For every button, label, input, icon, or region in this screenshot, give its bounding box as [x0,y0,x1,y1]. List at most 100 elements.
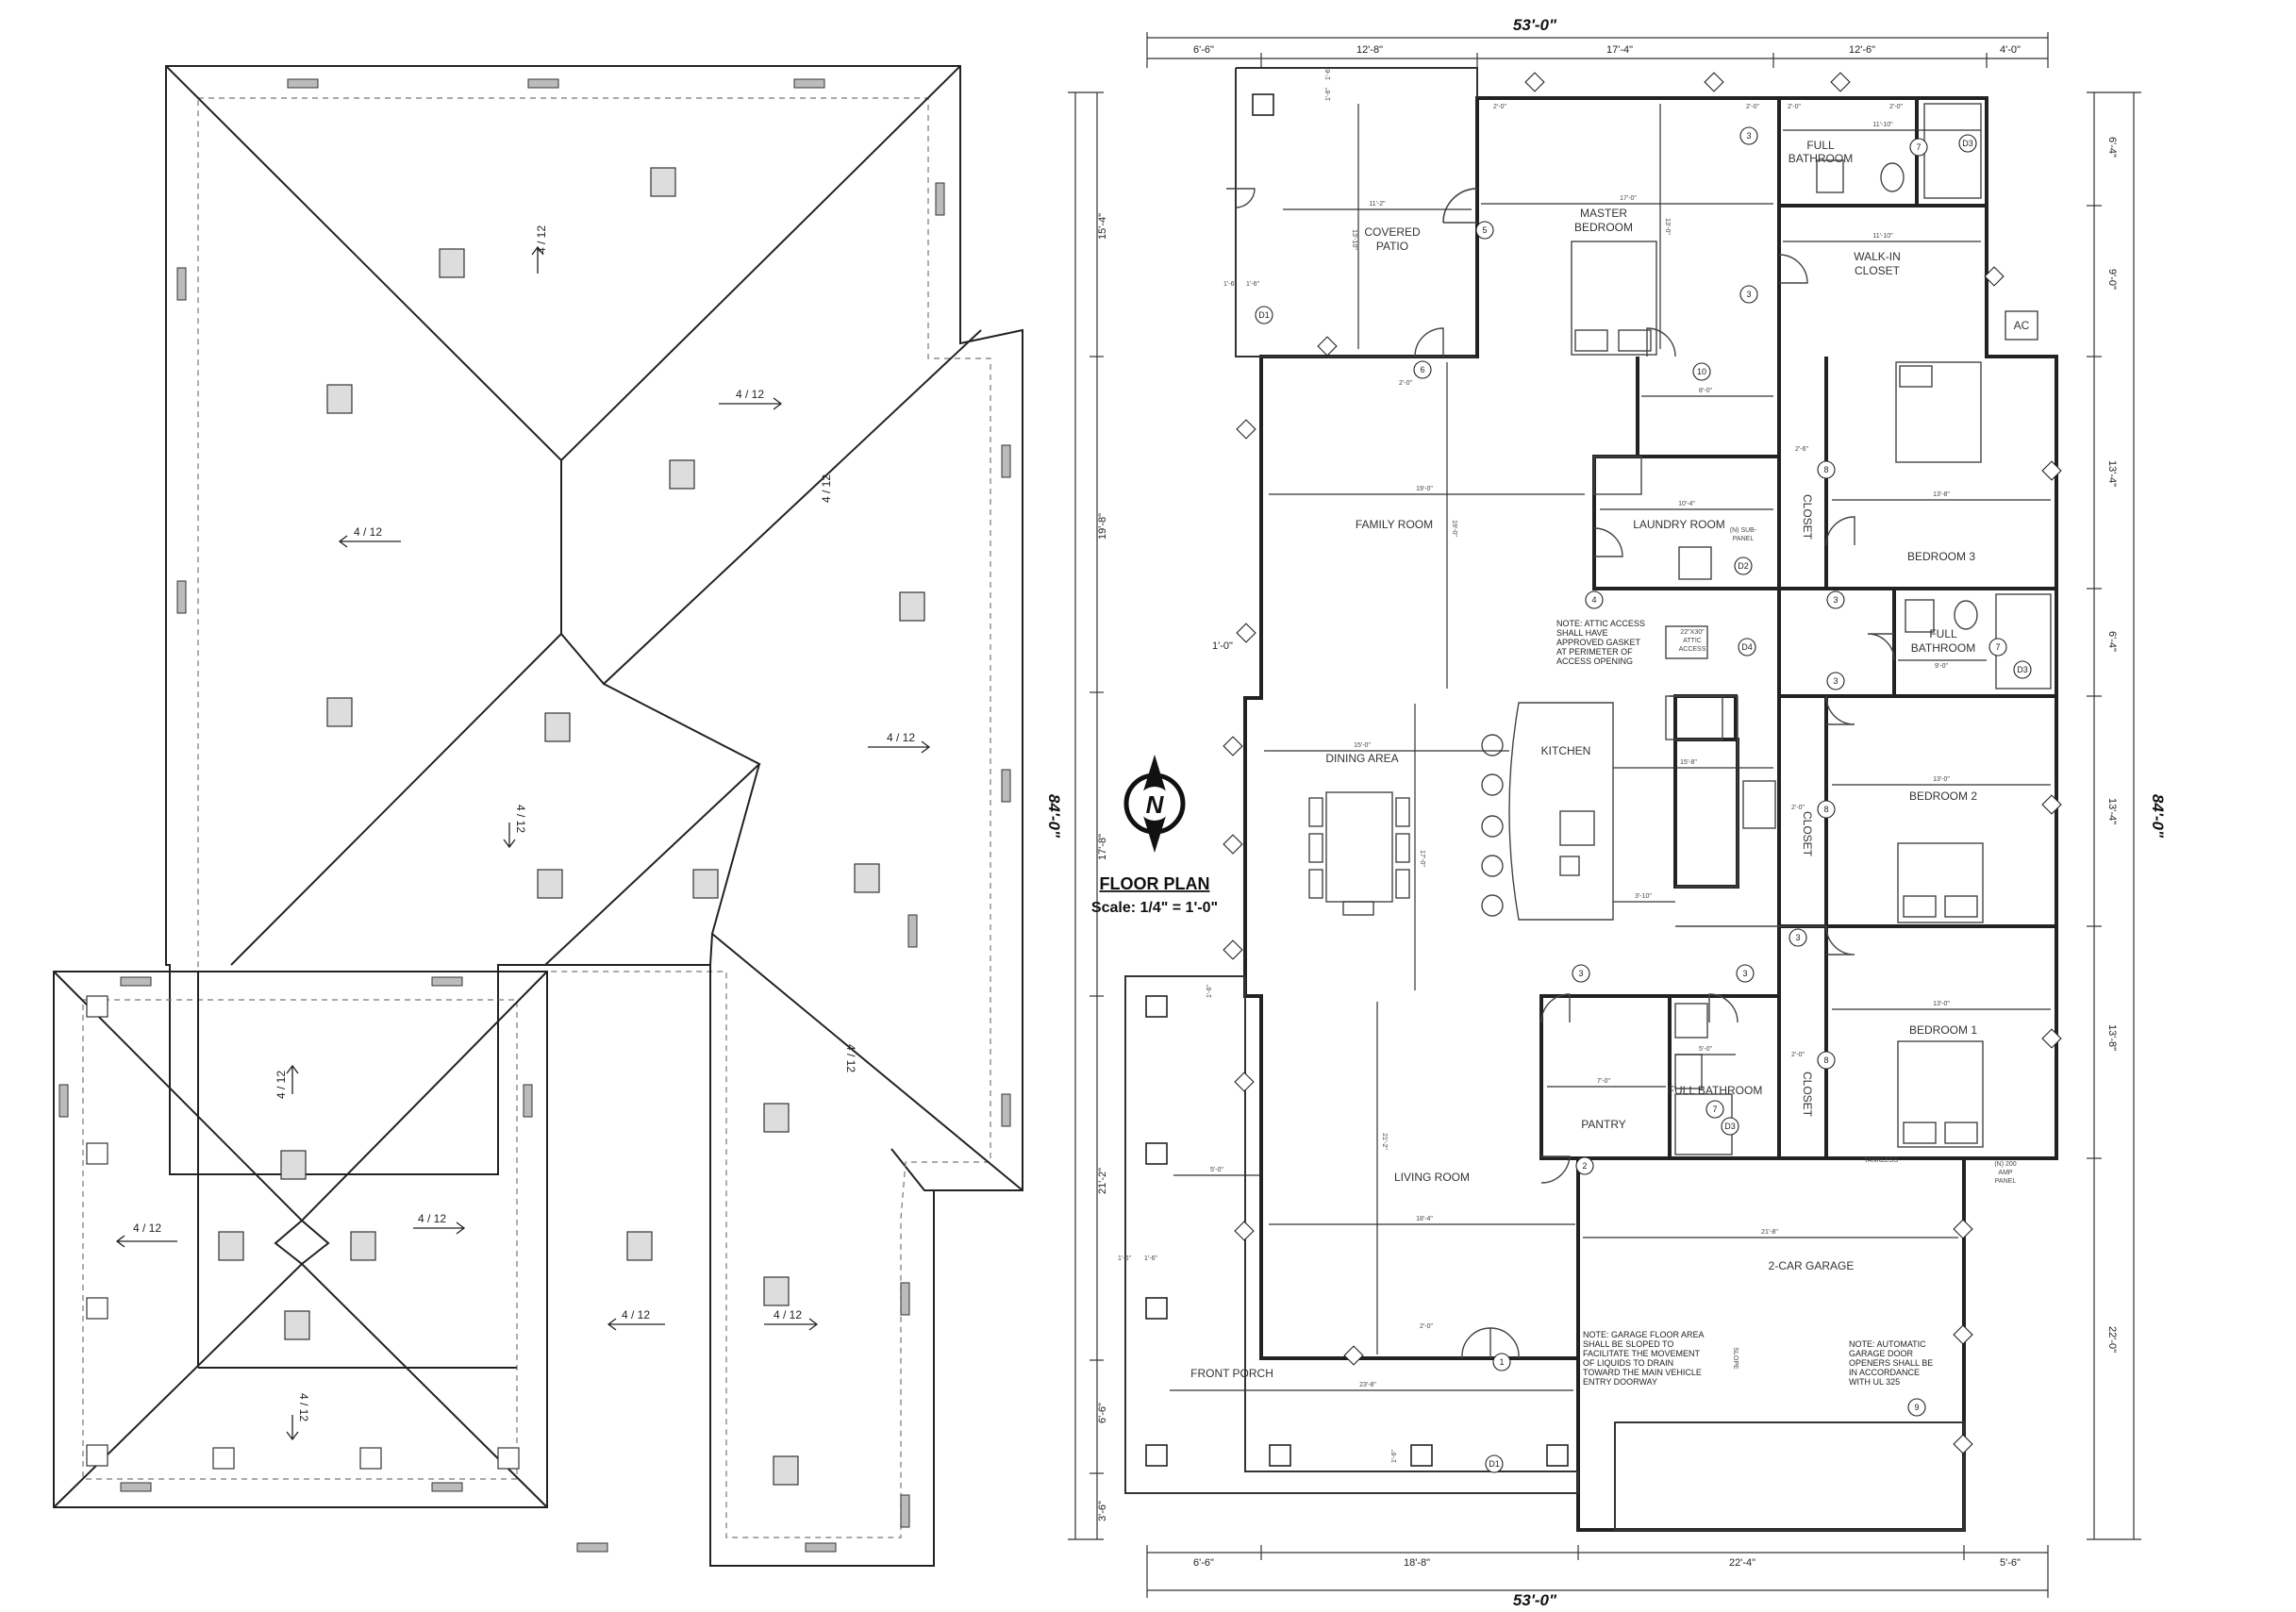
room-full-bathroom-2: FULL [1929,627,1957,640]
svg-text:OF LIQUIDS TO DRAIN: OF LIQUIDS TO DRAIN [1583,1358,1673,1368]
vent-icon [439,248,465,278]
svg-text:8: 8 [1823,465,1828,474]
svg-text:(N) 200: (N) 200 [1994,1161,2016,1168]
svg-text:13'-10": 13'-10" [1351,229,1357,250]
roof-plan: 4 / 12 4 / 12 4 / 12 4 / 12 4 / 12 4 / 1… [53,65,1023,1567]
svg-text:NOTE: ATTIC ACCESS: NOTE: ATTIC ACCESS [1556,619,1645,628]
north-label: N [1146,790,1165,819]
svg-text:12'-8": 12'-8" [1356,44,1383,56]
svg-text:13'-4": 13'-4" [2106,460,2118,487]
room-master-bedroom: MASTER [1580,207,1627,220]
washer-icon [1678,546,1712,580]
vent-icon [626,1231,653,1261]
svg-text:22'-0": 22'-0" [2106,1326,2118,1353]
furniture [1308,103,2052,1155]
roof-garage-hips [53,971,548,1508]
vent-icon [544,712,571,742]
svg-text:ACCESS OPENING: ACCESS OPENING [1556,656,1633,666]
roof-garage-outline [53,971,548,1508]
svg-text:18'-4": 18'-4" [1416,1216,1433,1222]
room-pantry: PANTRY [1581,1118,1626,1131]
svg-text:2'-0": 2'-0" [1788,104,1801,110]
svg-text:15'-8": 15'-8" [1680,759,1697,766]
room-bedroom-3: BEDROOM 3 [1907,550,1975,563]
slope-label: 4 / 12 [418,1212,446,1225]
room-closet-1: CLOSET [1801,1072,1814,1118]
svg-text:SHALL HAVE: SHALL HAVE [1556,628,1608,638]
svg-text:GARAGE DOOR: GARAGE DOOR [1849,1349,1914,1358]
svg-text:7: 7 [1712,1105,1717,1114]
svg-text:SLOPE: SLOPE [1732,1347,1739,1370]
svg-text:4: 4 [1591,595,1596,605]
vent-icon [537,869,563,899]
svg-text:6'-6": 6'-6" [1097,1403,1108,1423]
room-full-bathroom-master: FULL [1806,139,1835,152]
svg-text:2'-0": 2'-0" [1746,104,1759,110]
svg-text:2'-0": 2'-0" [1399,380,1412,387]
bottom-dims: 6'-6" 18'-8" 22'-4" 5'-6" [1193,1557,2021,1569]
overall-depth-left: 84'-0" [1045,794,1063,839]
svg-text:TOWARD THE MAIN VEHICLE: TOWARD THE MAIN VEHICLE [1583,1368,1702,1377]
svg-text:ENTRY DOORWAY: ENTRY DOORWAY [1583,1377,1657,1387]
overall-width-top: 53'-0" [1513,16,1557,34]
svg-text:PANEL: PANEL [1995,1178,2017,1185]
fridge-icon [1665,695,1723,740]
vent-icon [326,384,353,414]
room-full-bathroom-3: FULL BATHROOM [1668,1084,1763,1097]
svg-text:17'-0": 17'-0" [1419,850,1425,867]
overall-width-bottom: 53'-0" [1513,1591,1557,1609]
room-labels: COVERED PATIO MASTER BEDROOM FULL BATHRO… [1190,139,2030,1380]
svg-text:D1: D1 [1489,1459,1500,1469]
svg-text:19'-8": 19'-8" [1097,513,1108,540]
svg-text:21'-8": 21'-8" [1761,1229,1778,1236]
room-closet-2: CLOSET [1801,811,1814,857]
slope-label: 4 / 12 [297,1393,310,1421]
svg-text:D4: D4 [1741,642,1753,652]
roof-valley [709,933,713,1566]
svg-text:1'-6": 1'-6" [1206,985,1213,998]
roof-ridge-1 [560,329,982,686]
roof-slope-labels: 4 / 12 4 / 12 4 / 12 4 / 12 4 / 12 4 / 1… [133,225,915,1422]
inner-dims: 11'-2" 13'-10" 17'-0" 13'-0" 11'-10" 11'… [1170,104,2051,1391]
floor-plan-title: FLOOR PLAN [1100,874,1210,893]
vent-icon [284,1310,310,1340]
svg-text:3: 3 [1833,676,1838,686]
svg-text:AT PERIMETER OF: AT PERIMETER OF [1556,647,1633,656]
svg-text:5: 5 [1482,225,1487,235]
bed-icon [1897,1040,1984,1148]
svg-text:7: 7 [1916,142,1921,152]
door-tags [1255,126,2032,1473]
slope-label: 4 / 12 [622,1308,650,1321]
svg-text:CLOSET: CLOSET [1855,264,1901,277]
svg-text:3: 3 [1742,969,1747,978]
svg-text:2'-0": 2'-0" [1791,805,1805,811]
vent-icon [280,1150,307,1180]
vent-icon [669,459,695,490]
svg-text:IN ACCORDANCE: IN ACCORDANCE [1849,1368,1920,1377]
roof-main-outline [165,65,1023,1567]
window-tags [1223,72,2062,1454]
vent-icon [218,1231,244,1261]
svg-text:22'-4": 22'-4" [1729,1557,1755,1569]
left-dims: 15'-4" 19'-8" 17'-8" 21'-2" 6'-6" 3'-6" [1097,213,1108,1521]
svg-text:11'-10": 11'-10" [1872,122,1893,128]
svg-text:6: 6 [1420,365,1424,374]
right-dims: 6'-4" 9'-0" 13'-4" 6'-4" 13'-4" 13'-8" 2… [2106,137,2118,1353]
svg-text:11'-10": 11'-10" [1872,233,1893,240]
svg-text:23'-8": 23'-8" [1359,1382,1376,1388]
svg-text:13'-0": 13'-0" [1664,218,1671,235]
sink-icon [1905,599,1935,633]
svg-text:6'-4": 6'-4" [2106,631,2118,652]
slope-label: 4 / 12 [275,1071,288,1099]
svg-text:6'-6": 6'-6" [1193,44,1214,56]
roof-hip-lines [165,65,961,462]
doors [1226,188,1895,1359]
svg-text:12'-6": 12'-6" [1849,44,1875,56]
bed-icon [1895,361,1982,463]
door-tag-text: 3 3 3 3 3 3 3 5 6 8 8 8 10 4 2 1 9 7 7 7… [1258,131,2028,1469]
svg-text:OPENERS SHALL BE: OPENERS SHALL BE [1849,1358,1933,1368]
floor-plan: 53'-0" 6'-6" 12'-8" 17'-4" 12'-6" 4'-0" … [1045,16,2167,1609]
svg-text:SHALL BE SLOPED TO: SHALL BE SLOPED TO [1583,1339,1673,1349]
svg-text:5'-0": 5'-0" [1699,1046,1712,1053]
